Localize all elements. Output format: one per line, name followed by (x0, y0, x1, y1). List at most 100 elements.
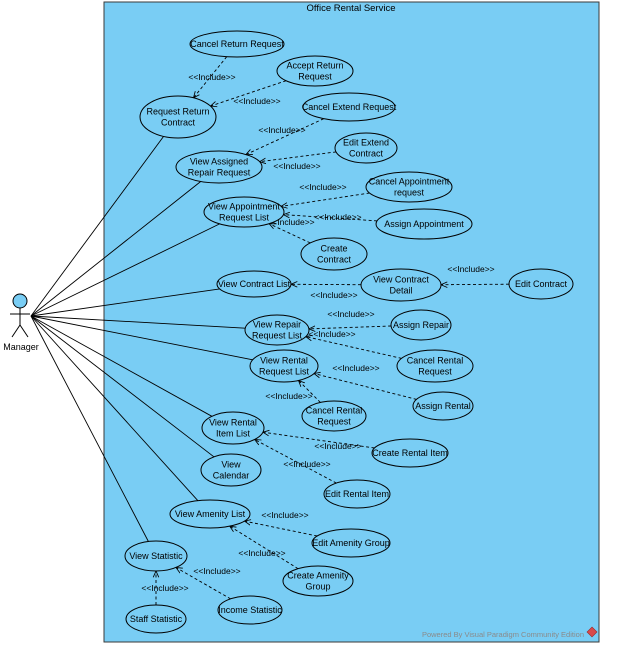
use-case-assign-repair[interactable]: Assign Repair (390, 309, 452, 341)
use-case-create-rental-item[interactable]: Create Rental Item (371, 438, 449, 468)
use-case-label: Calendar (213, 471, 250, 481)
include-line-income-statistic (176, 568, 231, 600)
use-case-label: Request (298, 72, 332, 82)
use-case-ellipse (175, 150, 263, 184)
include-line-edit-amenity-group (245, 521, 318, 537)
use-case-income-statistic[interactable]: Income Statistic (217, 595, 283, 625)
use-case-label: Income Statistic (218, 605, 282, 615)
include-label: <<Include>> (310, 290, 357, 300)
use-case-ellipse (200, 453, 262, 487)
use-case-view-statistic[interactable]: View Statistic (124, 540, 188, 572)
include-line-cancel-return-request (194, 56, 228, 98)
include-label: <<Include>> (273, 161, 320, 171)
use-case-ellipse (412, 391, 474, 421)
use-case-label: Create Amenity (287, 571, 349, 581)
association-line-view-assigned-repair-request (30, 181, 201, 317)
use-case-label: View Statistic (129, 551, 183, 561)
use-case-edit-amenity-group[interactable]: Edit Amenity Group (311, 528, 391, 558)
include-line-assign-appointment (283, 215, 378, 222)
use-case-ellipse (301, 400, 367, 432)
use-case-ellipse (323, 479, 391, 509)
use-case-label: Contract (349, 149, 384, 159)
use-case-assign-appointment[interactable]: Assign Appointment (375, 208, 473, 240)
use-case-edit-contract[interactable]: Edit Contract (508, 268, 574, 300)
use-case-staff-statistic[interactable]: Staff Statistic (125, 604, 187, 634)
include-line-create-rental-item (263, 432, 375, 449)
association-line-view-rental-request-list (30, 315, 253, 361)
use-case-label: Edit Rental Item (325, 489, 389, 499)
use-case-ellipse (508, 268, 574, 300)
use-case-label: Create Rental Item (372, 448, 448, 458)
use-case-label: request (394, 188, 425, 198)
use-case-ellipse (311, 528, 391, 558)
use-case-edit-rental-item[interactable]: Edit Rental Item (323, 479, 391, 509)
include-line-edit-contract (441, 284, 510, 285)
use-case-label: Edit Amenity Group (312, 538, 390, 548)
association-line-view-rental-item-list (30, 315, 213, 417)
use-case-ellipse (365, 171, 453, 203)
use-case-ellipse (217, 595, 283, 625)
include-label: <<Include>> (299, 182, 346, 192)
use-case-assign-rental[interactable]: Assign Rental (412, 391, 474, 421)
include-line-edit-rental-item (255, 440, 337, 484)
use-case-label: View Amenity List (175, 509, 246, 519)
use-case-ellipse (360, 268, 442, 302)
use-case-label: Repair Request (188, 168, 251, 178)
use-case-ellipse (371, 438, 449, 468)
use-case-label: Request List (259, 367, 310, 377)
use-case-label: Cancel Appointment (369, 177, 450, 187)
use-case-label: View Rental (209, 418, 257, 428)
include-label: <<Include>> (188, 72, 235, 82)
use-case-cancel-return-request[interactable]: Cancel Return Request (189, 30, 285, 58)
association-line-view-amenity-list (30, 315, 199, 502)
association-line-view-repair-request-list (30, 315, 246, 329)
include-label: <<Include>> (314, 441, 361, 451)
include-label: <<Include>> (258, 125, 305, 135)
include-label: <<Include>> (327, 309, 374, 319)
use-case-label: Request Return (146, 107, 209, 117)
use-case-view-contract-list[interactable]: View Contract List (216, 270, 292, 298)
use-case-cancel-extend-request[interactable]: Cancel Extend Request (302, 92, 397, 122)
system-title: Office Rental Service (306, 3, 395, 14)
use-case-label: Edit Extend (343, 138, 389, 148)
use-case-label: View Rental (260, 356, 308, 366)
use-case-ellipse (302, 92, 396, 122)
use-case-label: View Assigned (190, 157, 248, 167)
use-case-label: Assign Appointment (384, 219, 464, 229)
use-case-ellipse (390, 309, 452, 341)
use-case-ellipse (139, 95, 217, 139)
use-case-ellipse (124, 540, 188, 572)
actor-head (12, 293, 28, 309)
use-case-label: Cancel Extend Request (302, 102, 397, 112)
include-label: <<Include>> (193, 566, 240, 576)
association-line-view-appointment-request-list (30, 223, 220, 317)
association-line-view-statistic (30, 315, 149, 542)
include-line-cancel-appointment-request (281, 192, 370, 206)
include-label: <<Include>> (141, 583, 188, 593)
use-case-ellipse (375, 208, 473, 240)
actor-manager[interactable]: Manager (3, 293, 39, 352)
use-case-label: Item List (216, 429, 251, 439)
use-case-view-amenity-list[interactable]: View Amenity List (169, 499, 251, 529)
include-label: <<Include>> (261, 510, 308, 520)
actor-right-leg (19, 324, 29, 338)
use-case-ellipse (169, 499, 251, 529)
include-label: <<Include>> (267, 217, 314, 227)
